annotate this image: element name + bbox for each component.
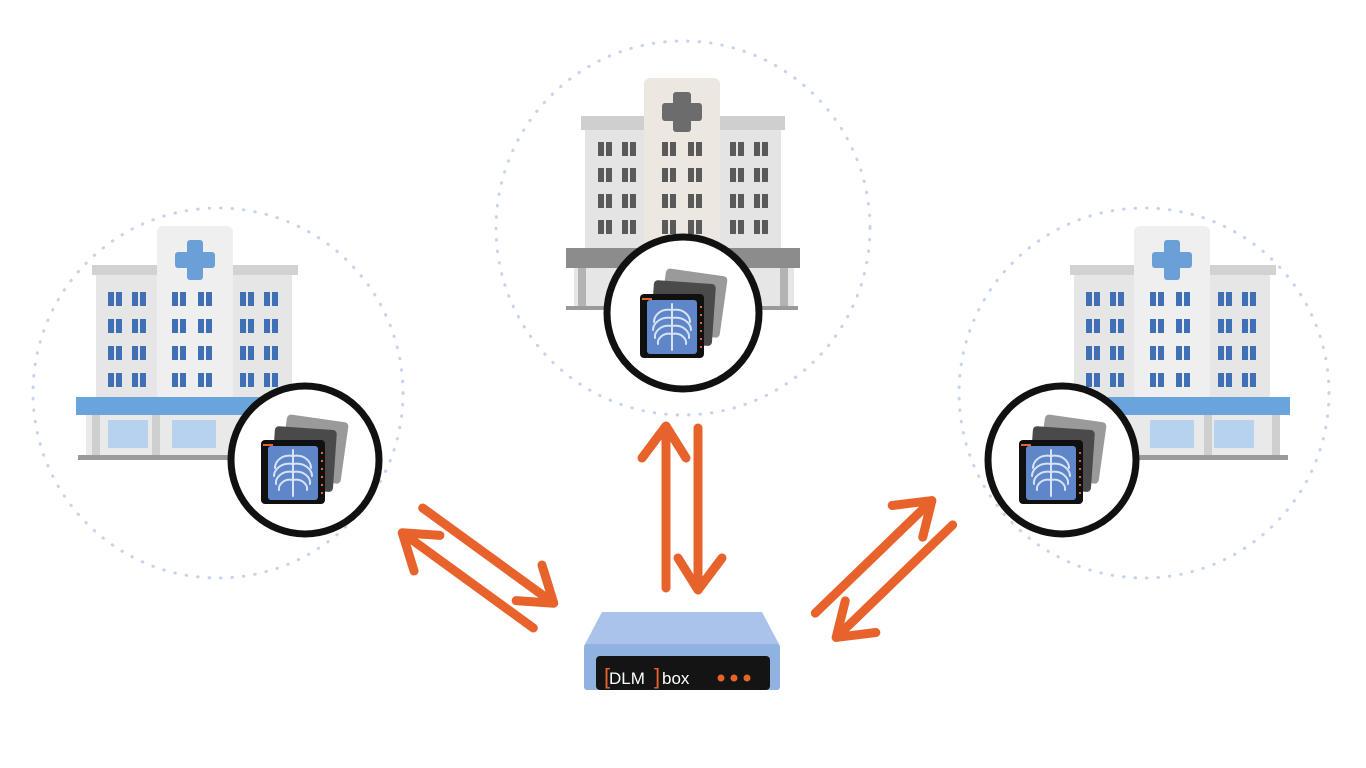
hospital-building-icon (1058, 226, 1290, 460)
status-led-1 (717, 674, 725, 682)
coverage-ring-right (957, 206, 1331, 580)
bidirectional-arrow-center (642, 426, 722, 590)
dlm-box-device: [ DLM ] box (584, 612, 780, 690)
coverage-ring-left (31, 206, 405, 580)
label-bracket-close: ] (654, 664, 660, 689)
hospital-right (984, 226, 1290, 538)
status-led-2 (730, 674, 738, 682)
xray-badge-center (603, 233, 763, 393)
hospital-left (76, 226, 383, 538)
coverage-ring-center (494, 39, 872, 417)
hospital-building-icon (566, 78, 800, 310)
xray-badge-right (984, 382, 1140, 538)
status-led-3 (743, 674, 751, 682)
xray-badge-left (227, 382, 383, 538)
device-name: DLM (609, 669, 645, 688)
dotted-rings (31, 39, 1331, 580)
bidirectional-arrow-left (388, 487, 568, 648)
device-suffix: box (662, 669, 690, 688)
hospital-center (566, 78, 800, 393)
label-bracket-open: [ (604, 664, 610, 689)
bidirectional-arrow-right (797, 483, 971, 654)
